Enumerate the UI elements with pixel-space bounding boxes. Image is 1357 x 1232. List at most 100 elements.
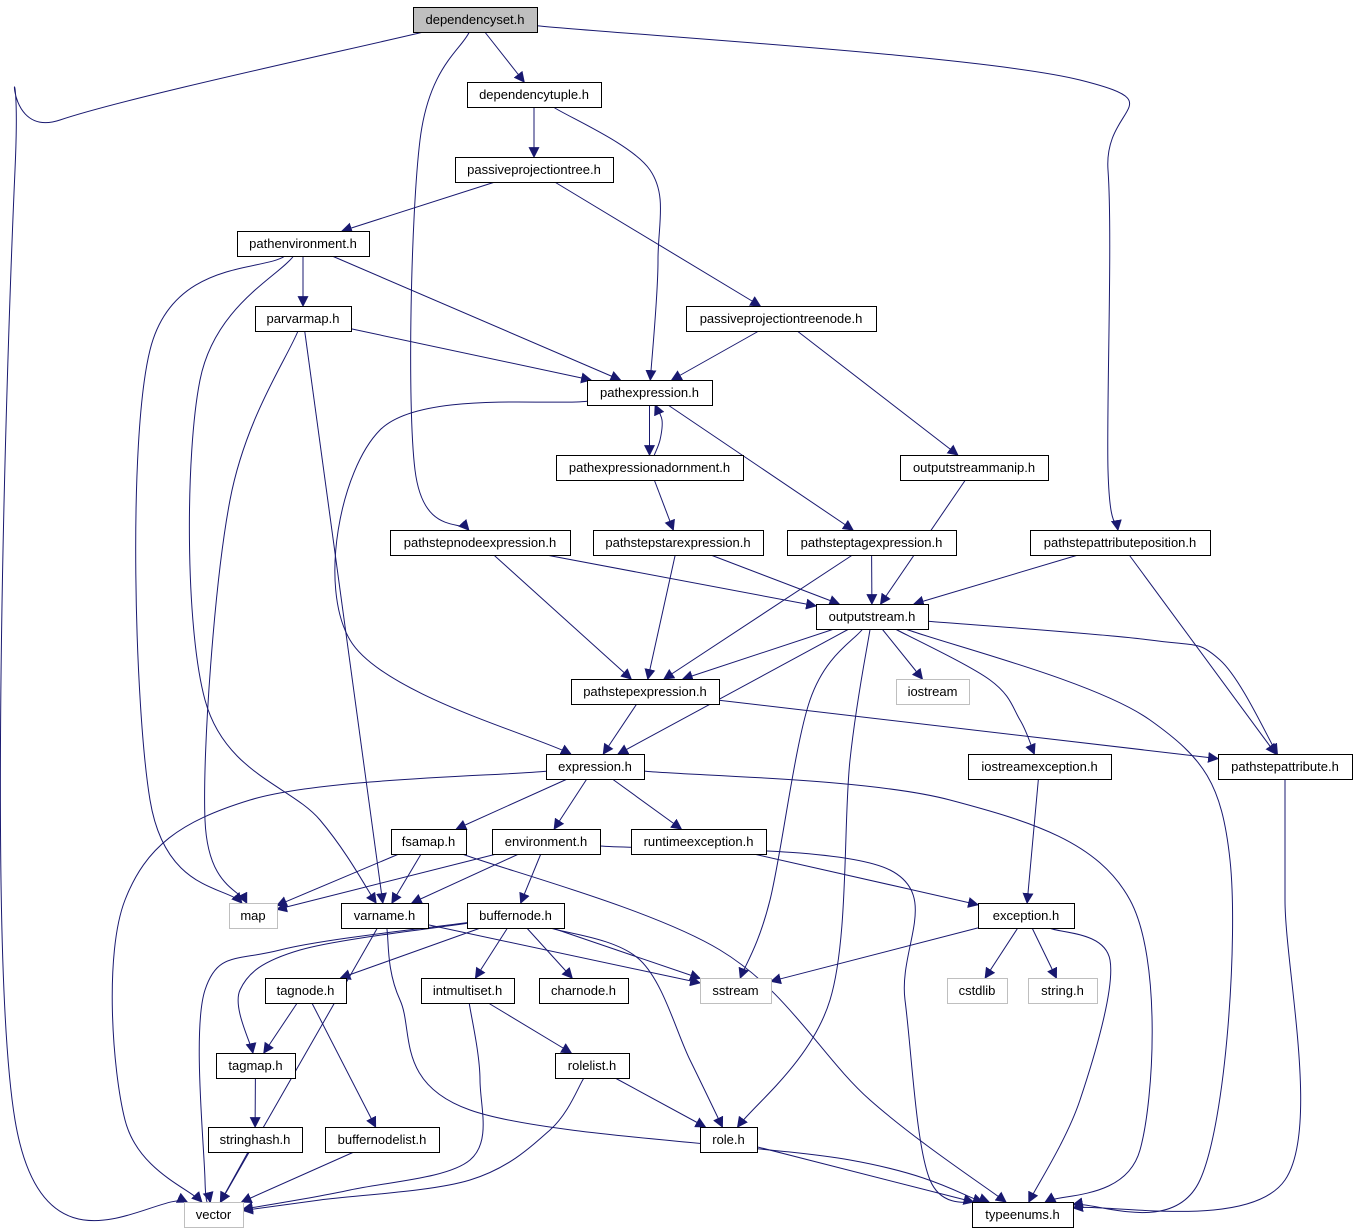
node-stringhash[interactable]: stringhash.h — [208, 1127, 303, 1153]
node-box-passiveprojectiontreenode[interactable] — [686, 306, 877, 332]
node-box-pathstepexpression[interactable] — [571, 679, 720, 705]
node-box-buffernode[interactable] — [467, 903, 565, 929]
node-box-outputstreammanip[interactable] — [900, 455, 1049, 481]
node-pathexpressionadornment[interactable]: pathexpressionadornment.h — [556, 455, 744, 481]
edge-pathstepattributeposition-to-pathstepattribute — [1128, 554, 1277, 755]
edge-pathenvironment-to-map — [135, 255, 286, 904]
node-box-rolelist[interactable] — [555, 1053, 630, 1079]
node-box-varname[interactable] — [341, 903, 429, 929]
node-label-tagmap: tagmap.h — [228, 1058, 282, 1073]
node-label-passiveprojectiontree: passiveprojectiontree.h — [467, 162, 601, 177]
node-exception[interactable]: exception.h — [978, 903, 1075, 929]
edge-environment-to-map — [275, 853, 497, 913]
node-box-typeenums[interactable] — [972, 1202, 1074, 1228]
node-box-pathsteptagexpression[interactable] — [787, 530, 957, 556]
node-pathstepattributeposition[interactable]: pathstepattributeposition.h — [1030, 530, 1211, 556]
node-box-pathstepstarexpression[interactable] — [593, 530, 764, 556]
node-box-parvarmap[interactable] — [255, 306, 352, 332]
node-box-dependencyset[interactable] — [413, 7, 538, 33]
node-box-outputstream[interactable] — [816, 604, 929, 630]
node-charnode[interactable]: charnode.h — [539, 978, 629, 1004]
edge-pathstepstarexpression-to-outputstream — [710, 554, 841, 606]
node-pathstepexpression[interactable]: pathstepexpression.h — [571, 679, 720, 705]
node-box-pathexpression[interactable] — [587, 380, 713, 406]
edge-dependencyset-to-pathstepnodeexpression — [410, 31, 470, 531]
node-box-buffernodelist[interactable] — [325, 1127, 440, 1153]
node-box-exception[interactable] — [978, 903, 1075, 929]
node-pathexpression[interactable]: pathexpression.h — [587, 380, 713, 406]
node-label-iostream: iostream — [908, 684, 958, 699]
node-label-map: map — [240, 908, 265, 923]
node-box-sstream — [700, 978, 772, 1004]
node-box-pathstepattributeposition[interactable] — [1030, 530, 1211, 556]
node-box-environment[interactable] — [492, 829, 601, 855]
node-string: string.h — [1028, 978, 1098, 1004]
node-box-fsamap[interactable] — [391, 829, 467, 855]
node-pathstepstarexpression[interactable]: pathstepstarexpression.h — [593, 530, 764, 556]
node-buffernodelist[interactable]: buffernodelist.h — [325, 1127, 440, 1153]
node-box-iostreamexception[interactable] — [968, 754, 1112, 780]
node-passiveprojectiontree[interactable]: passiveprojectiontree.h — [455, 157, 614, 183]
node-iostreamexception[interactable]: iostreamexception.h — [968, 754, 1112, 780]
node-label-rolelist: rolelist.h — [568, 1058, 616, 1073]
node-dependencyset[interactable]: dependencyset.h — [413, 7, 538, 33]
edge-outputstream-to-sstream — [738, 628, 864, 980]
node-intmultiset[interactable]: intmultiset.h — [421, 978, 515, 1004]
node-box-dependencytuple[interactable] — [467, 82, 602, 108]
node-environment[interactable]: environment.h — [492, 829, 601, 855]
edge-expression-to-vector — [111, 770, 547, 1203]
node-box-charnode[interactable] — [539, 978, 629, 1004]
node-passiveprojectiontreenode[interactable]: passiveprojectiontreenode.h — [686, 306, 877, 332]
node-tagnode[interactable]: tagnode.h — [265, 978, 347, 1004]
node-label-outputstreammanip: outputstreammanip.h — [913, 460, 1035, 475]
node-pathstepnodeexpression[interactable]: pathstepnodeexpression.h — [390, 530, 571, 556]
node-fsamap[interactable]: fsamap.h — [391, 829, 467, 855]
node-box-stringhash[interactable] — [208, 1127, 303, 1153]
node-typeenums[interactable]: typeenums.h — [972, 1202, 1074, 1228]
node-map: map — [229, 903, 278, 929]
node-box-runtimeexception[interactable] — [631, 829, 767, 855]
node-label-vector: vector — [196, 1207, 232, 1222]
node-box-pathstepattribute[interactable] — [1218, 754, 1353, 780]
edge-dependencyset-to-dependencytuple — [484, 31, 525, 83]
node-parvarmap[interactable]: parvarmap.h — [255, 306, 352, 332]
node-box-tagnode[interactable] — [265, 978, 347, 1004]
node-iostream: iostream — [896, 679, 970, 705]
node-pathsteptagexpression[interactable]: pathsteptagexpression.h — [787, 530, 957, 556]
node-box-cstdlib — [947, 978, 1008, 1004]
node-dependencytuple[interactable]: dependencytuple.h — [467, 82, 602, 108]
node-expression[interactable]: expression.h — [546, 754, 645, 780]
node-pathstepattribute[interactable]: pathstepattribute.h — [1218, 754, 1353, 780]
node-box-tagmap[interactable] — [216, 1053, 296, 1079]
node-label-parvarmap: parvarmap.h — [267, 311, 340, 326]
node-outputstream[interactable]: outputstream.h — [816, 604, 929, 630]
edge-outputstream-to-iostreamexception — [894, 628, 1036, 756]
node-box-expression[interactable] — [546, 754, 645, 780]
edge-buffernodelist-to-vector — [240, 1151, 355, 1203]
node-box-passiveprojectiontree[interactable] — [455, 157, 614, 183]
node-label-environment: environment.h — [505, 834, 587, 849]
node-box-pathenvironment[interactable] — [237, 231, 370, 257]
edge-dependencyset-to-vector — [0, 31, 424, 1222]
node-outputstreammanip[interactable]: outputstreammanip.h — [900, 455, 1049, 481]
edge-buffernode-to-role — [550, 927, 724, 1128]
node-rolelist[interactable]: rolelist.h — [555, 1053, 630, 1079]
node-box-intmultiset[interactable] — [421, 978, 515, 1004]
node-label-pathexpression: pathexpression.h — [600, 385, 699, 400]
node-tagmap[interactable]: tagmap.h — [216, 1053, 296, 1079]
edge-varname-to-sstream — [427, 924, 702, 987]
edge-buffernode-to-tagnode — [339, 927, 481, 980]
edge-dependencytuple-to-pathexpression — [552, 106, 662, 382]
node-pathenvironment[interactable]: pathenvironment.h — [237, 231, 370, 257]
node-box-role[interactable] — [700, 1127, 758, 1153]
node-box-map — [229, 903, 278, 929]
edge-pathstepexpression-to-pathstepattribute — [718, 699, 1220, 763]
node-buffernode[interactable]: buffernode.h — [467, 903, 565, 929]
node-runtimeexception[interactable]: runtimeexception.h — [631, 829, 767, 855]
node-label-stringhash: stringhash.h — [220, 1132, 291, 1147]
node-role[interactable]: role.h — [700, 1127, 758, 1153]
node-box-pathstepnodeexpression[interactable] — [390, 530, 571, 556]
node-varname[interactable]: varname.h — [341, 903, 429, 929]
node-box-pathexpressionadornment[interactable] — [556, 455, 744, 481]
